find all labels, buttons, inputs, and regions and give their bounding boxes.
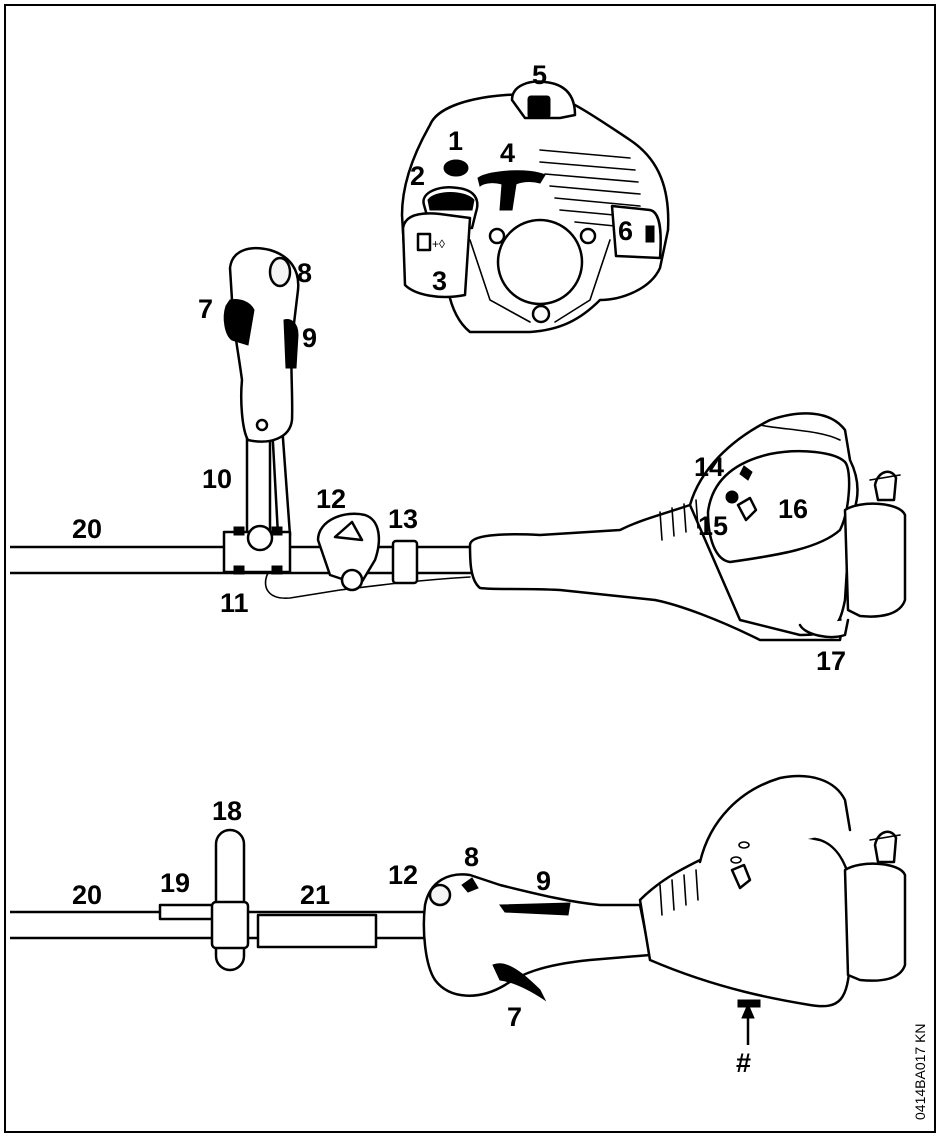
callout-7-top: 7 — [198, 294, 213, 324]
callout-21: 21 — [300, 880, 330, 910]
callout-6: 6 — [618, 216, 633, 246]
lower-trimmer — [10, 774, 907, 1045]
callout-15: 15 — [698, 511, 728, 541]
callout-7-bottom: 7 — [507, 1002, 522, 1032]
callout-20-bottom: 20 — [72, 880, 102, 910]
callout-9-bottom: 9 — [536, 866, 551, 896]
upper-trimmer — [10, 412, 907, 642]
callout-labels: 5 1 4 2 6 3 8 7 9 10 12 13 20 11 14 15 1… — [72, 60, 846, 1078]
side-plate-tab-icon — [645, 225, 655, 243]
callout-20-top: 20 — [72, 514, 102, 544]
ignition-switch-icon — [725, 490, 739, 504]
handle-assembly — [223, 246, 300, 537]
callout-hash: # — [736, 1048, 751, 1078]
callout-8-top: 8 — [297, 258, 312, 288]
callout-4: 4 — [500, 138, 515, 168]
fuel-cap-icon — [427, 192, 475, 211]
callout-13: 13 — [388, 504, 418, 534]
stop-icon — [739, 465, 753, 481]
choke-knob-icon — [443, 159, 469, 177]
callout-12-top: 12 — [316, 484, 346, 514]
callout-18: 18 — [212, 796, 242, 826]
figure-code: 0414BA017 KN — [912, 1023, 928, 1120]
callout-5: 5 — [532, 60, 547, 90]
engine-unit: +◊ — [400, 80, 670, 334]
trigger-lockout-icon — [283, 319, 299, 369]
callout-9-top: 9 — [302, 323, 317, 353]
callout-12-bottom: 12 — [388, 860, 418, 890]
lower-lockout-icon — [499, 902, 571, 916]
callout-8-bottom: 8 — [464, 842, 479, 872]
callout-11: 11 — [220, 588, 249, 618]
starter-grip-icon — [477, 170, 546, 211]
cooling-fins — [539, 149, 641, 227]
callout-3: 3 — [432, 266, 447, 296]
callout-10: 10 — [202, 464, 232, 494]
callout-19: 19 — [160, 868, 190, 898]
callout-17: 17 — [816, 646, 846, 676]
callout-1: 1 — [448, 126, 463, 156]
handle-grip-icon — [527, 95, 551, 119]
lower-trigger-icon — [492, 963, 547, 1002]
arrow-up-icon — [741, 1002, 755, 1019]
callout-16: 16 — [778, 494, 808, 524]
fuel-mix-symbol: +◊ — [432, 237, 445, 251]
callout-2: 2 — [410, 161, 425, 191]
throttle-trigger-icon — [223, 299, 255, 346]
callout-14: 14 — [694, 452, 724, 482]
